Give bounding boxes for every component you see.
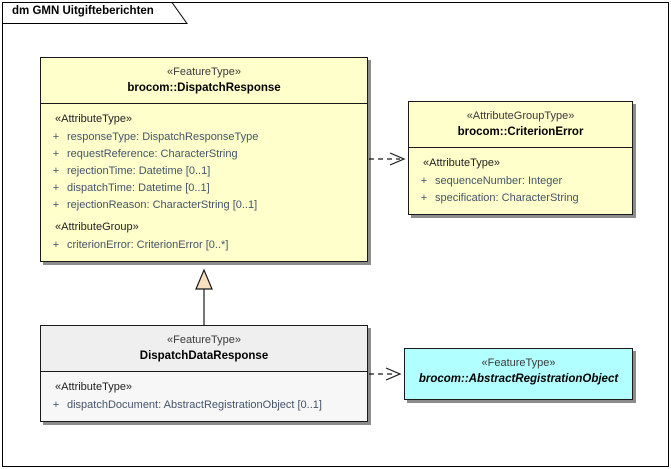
attribute-group-label: «AttributeGroup» — [55, 221, 139, 233]
attribute-row[interactable]: + criterionError: CriterionError [0..*] — [45, 237, 363, 254]
attribute-group-label: «AttributeType» — [55, 113, 133, 125]
class-name: brocom::AbstractRegistrationObject — [418, 373, 619, 385]
attribute-row[interactable]: + responseType: DispatchResponseType — [45, 129, 363, 146]
attribute-visibility: + — [52, 182, 60, 194]
class-stereotype: «FeatureType» — [167, 66, 241, 78]
class-box-criterion-error[interactable]: «AttributeGroupType» brocom::CriterionEr… — [408, 101, 633, 215]
attribute-text: criterionError: CriterionError [0..*] — [67, 239, 229, 251]
attribute-text: dispatchDocument: AbstractRegistrationOb… — [67, 399, 322, 411]
class-name: brocom::CriterionError — [457, 126, 584, 138]
attribute-visibility: + — [420, 192, 428, 204]
class-attributes-dispatch-data-response: «AttributeType» + dispatchDocument: Abst… — [41, 372, 367, 421]
class-name: DispatchDataResponse — [139, 350, 269, 362]
attribute-row[interactable]: + specification: CharacterString — [413, 190, 628, 207]
attribute-text: specification: CharacterString — [435, 192, 579, 204]
class-attributes-criterion-error: «AttributeType» + sequenceNumber: Intege… — [409, 148, 632, 214]
class-stereotype: «FeatureType» — [481, 357, 556, 369]
attribute-visibility: + — [52, 165, 60, 177]
dependency-dispatchresponse-criterionerror[interactable] — [369, 152, 406, 166]
dependency-dispatchdataresponse-abstractregistrationobject[interactable] — [369, 367, 402, 381]
attribute-row[interactable]: + dispatchTime: Datetime [0..1] — [45, 180, 363, 197]
class-name: brocom::DispatchResponse — [127, 82, 281, 94]
attribute-row[interactable]: + sequenceNumber: Integer — [413, 173, 628, 190]
attribute-text: sequenceNumber: Integer — [435, 175, 563, 187]
attribute-row[interactable]: + rejectionReason: CharacterString [0..1… — [45, 197, 363, 214]
class-stereotype: «AttributeGroupType» — [466, 110, 575, 122]
attribute-text: responseType: DispatchResponseType — [67, 131, 259, 143]
class-box-dispatch-response[interactable]: «FeatureType» brocom::DispatchResponse «… — [40, 57, 368, 262]
attribute-text: rejectionTime: Datetime [0..1] — [67, 165, 211, 177]
attribute-text: dispatchTime: Datetime [0..1] — [67, 182, 210, 194]
attribute-visibility: + — [420, 175, 428, 187]
attribute-row[interactable]: + dispatchDocument: AbstractRegistration… — [45, 397, 363, 414]
attribute-visibility: + — [52, 199, 60, 211]
attribute-visibility: + — [52, 239, 60, 251]
diagram-title: dm GMN Uitgifteberichten — [12, 5, 154, 17]
attribute-visibility: + — [52, 399, 60, 411]
class-header-abstract-registration-object: «FeatureType» brocom::AbstractRegistrati… — [405, 349, 632, 394]
attribute-row[interactable]: + requestReference: CharacterString — [45, 146, 363, 163]
attribute-text: rejectionReason: CharacterString [0..1] — [67, 199, 258, 211]
class-stereotype: «FeatureType» — [167, 334, 241, 346]
attribute-group-label: «AttributeType» — [55, 381, 133, 393]
class-box-abstract-registration-object[interactable]: «FeatureType» brocom::AbstractRegistrati… — [404, 348, 633, 400]
class-box-dispatch-data-response[interactable]: «FeatureType» DispatchDataResponse «Attr… — [40, 325, 368, 422]
generalization-dispatchdataresponse-dispatchresponse[interactable] — [195, 268, 213, 325]
class-header-criterion-error: «AttributeGroupType» brocom::CriterionEr… — [409, 102, 632, 148]
attribute-text: requestReference: CharacterString — [67, 148, 238, 160]
attribute-row[interactable]: + rejectionTime: Datetime [0..1] — [45, 163, 363, 180]
diagram-tab-shape — [2, 2, 188, 24]
class-attributes-dispatch-response: «AttributeType» + responseType: Dispatch… — [41, 104, 367, 261]
attribute-group-label: «AttributeType» — [423, 157, 501, 169]
class-header-dispatch-data-response: «FeatureType» DispatchDataResponse — [41, 326, 367, 372]
attribute-visibility: + — [52, 148, 60, 160]
attribute-visibility: + — [52, 131, 60, 143]
class-header-dispatch-response: «FeatureType» brocom::DispatchResponse — [41, 58, 367, 104]
